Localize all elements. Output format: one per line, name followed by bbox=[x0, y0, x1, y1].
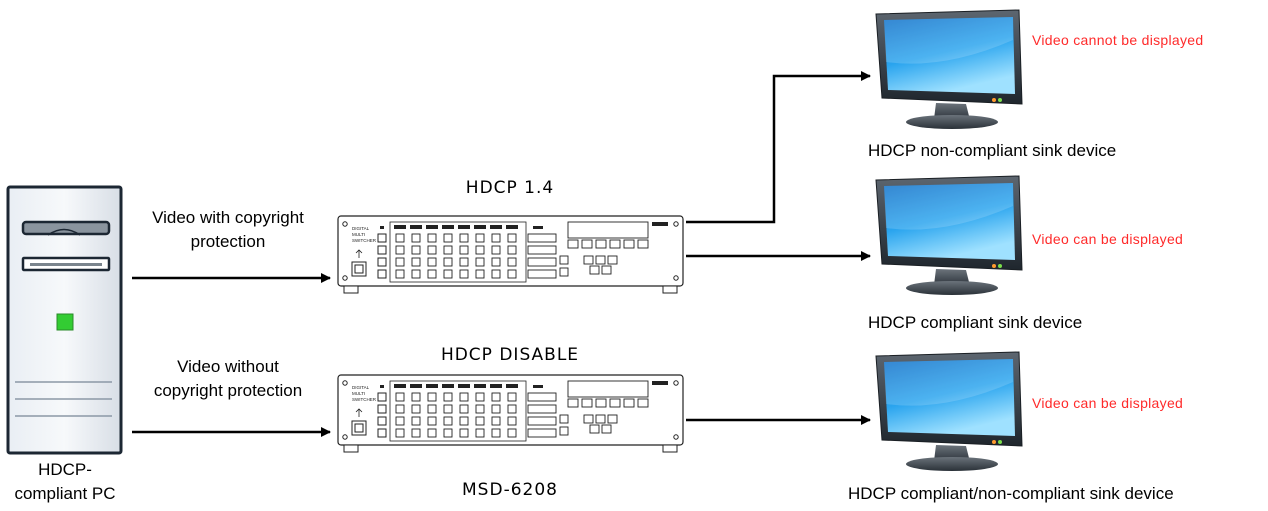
pc-label: HDCP- compliant PC bbox=[10, 458, 120, 506]
path-label-unprotected-line2: copyright protection bbox=[128, 379, 328, 403]
sink-label-compliant: HDCP compliant sink device bbox=[868, 311, 1082, 335]
pc-label-line2: compliant PC bbox=[10, 482, 120, 506]
pc-power-indicator bbox=[57, 314, 73, 330]
switcher-top bbox=[338, 216, 683, 293]
sink-status-noncompliant: Video cannot be displayed bbox=[1032, 28, 1203, 52]
monitor-icon bbox=[876, 176, 1022, 295]
pc-tower bbox=[8, 187, 121, 453]
monitor-icon bbox=[876, 352, 1022, 471]
switcher-top-mode: HDCP 1.4 bbox=[400, 176, 620, 200]
sink-label-noncompliant: HDCP non-compliant sink device bbox=[868, 139, 1116, 163]
sink-status-any: Video can be displayed bbox=[1032, 391, 1183, 415]
sink-status-compliant: Video can be displayed bbox=[1032, 227, 1183, 251]
monitor-icon bbox=[876, 10, 1022, 129]
switcher-bottom bbox=[338, 375, 683, 452]
sink-label-any: HDCP compliant/non-compliant sink device bbox=[848, 482, 1174, 506]
switcher-bottom-mode: HDCP DISABLE bbox=[400, 343, 620, 367]
path-label-unprotected-line1: Video without bbox=[128, 355, 328, 379]
path-label-unprotected: Video without copyright protection bbox=[128, 355, 328, 403]
path-label-protected: Video with copyright protection bbox=[128, 206, 328, 254]
arrow-output-noncompliant bbox=[686, 76, 870, 222]
pc-drive-bay-1 bbox=[23, 222, 109, 234]
path-label-protected-line1: Video with copyright bbox=[128, 206, 328, 230]
path-label-protected-line2: protection bbox=[128, 230, 328, 254]
pc-label-line1: HDCP- bbox=[10, 458, 120, 482]
switcher-model: MSD-6208 bbox=[400, 478, 620, 502]
